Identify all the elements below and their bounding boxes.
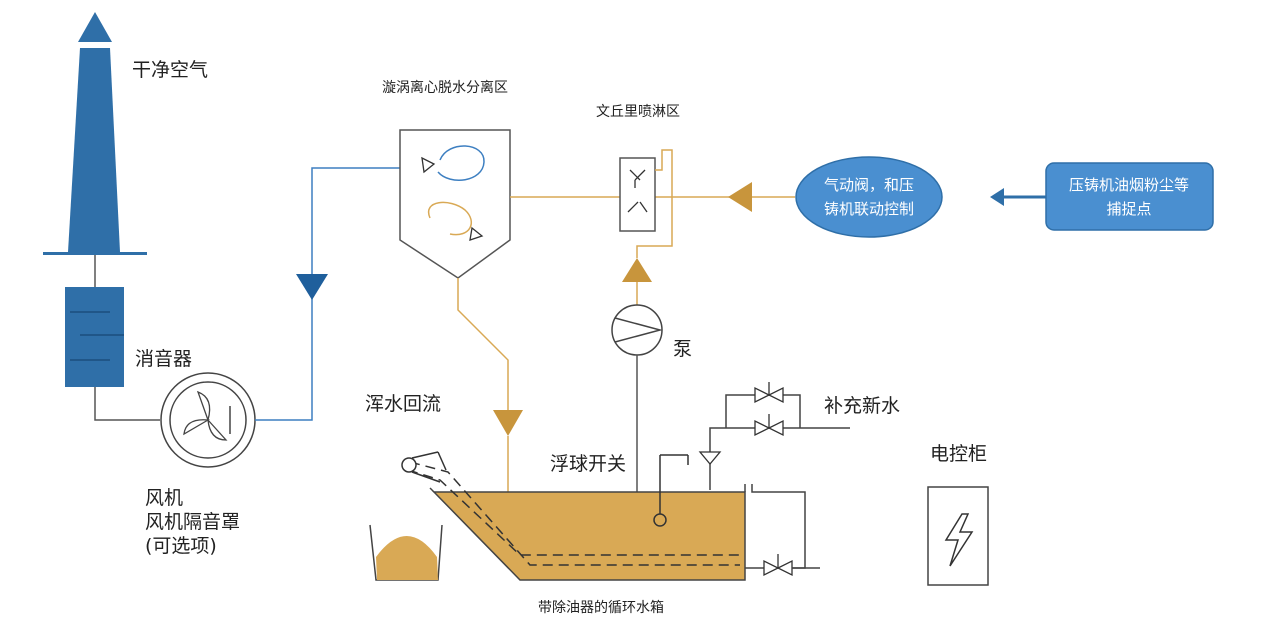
fan-label: 风机 xyxy=(145,487,183,509)
muddy-return-pipe xyxy=(457,278,509,410)
float-switch-label: 浮球开关 xyxy=(550,453,626,475)
pump-label: 泵 xyxy=(673,338,692,360)
fan-to-cyclone-pipe xyxy=(255,167,400,421)
fan xyxy=(160,372,256,468)
cyclone-label: 漩涡离心脱水分离区 xyxy=(382,79,508,96)
circulation-tank xyxy=(401,451,746,581)
flow-arrow-down-blue xyxy=(296,274,328,300)
valve-label-line1: 气动阀，和压 xyxy=(824,176,914,194)
optional-label: (可选项) xyxy=(145,535,217,557)
muddy-return-label: 浑水回流 xyxy=(365,393,441,415)
control-cabinet-label: 电控柜 xyxy=(930,443,987,465)
sludge-bin xyxy=(369,524,443,581)
muffler xyxy=(65,287,124,387)
capture-label-line1: 压铸机油烟粉尘等 xyxy=(1069,176,1189,194)
flow-arrow-up-gold xyxy=(622,258,652,282)
tank-label: 带除油器的循环水箱 xyxy=(538,600,664,616)
valve-label-line2: 铸机联动控制 xyxy=(824,200,914,218)
control-cabinet xyxy=(927,486,989,586)
makeup-water-label: 补充新水 xyxy=(824,395,900,417)
venturi-scrubber xyxy=(619,149,673,258)
flow-arrow-down-gold xyxy=(493,410,523,436)
makeup-water-piping xyxy=(698,382,850,577)
exhaust-stack xyxy=(43,12,147,255)
capture-label-line2: 捕捉点 xyxy=(1106,200,1151,218)
pump xyxy=(611,282,663,492)
capture-point-box xyxy=(1045,162,1214,231)
cyclone-separator xyxy=(399,129,511,279)
muffler-label: 消音器 xyxy=(135,348,192,370)
clean-air-label: 干净空气 xyxy=(132,59,208,81)
muffler-pipe xyxy=(94,387,160,421)
fan-enclosure-label: 风机隔音罩 xyxy=(145,511,240,533)
venturi-label: 文丘里喷淋区 xyxy=(596,104,680,120)
pneumatic-valve-node xyxy=(795,156,943,238)
flow-arrow-left-gold xyxy=(728,182,752,212)
